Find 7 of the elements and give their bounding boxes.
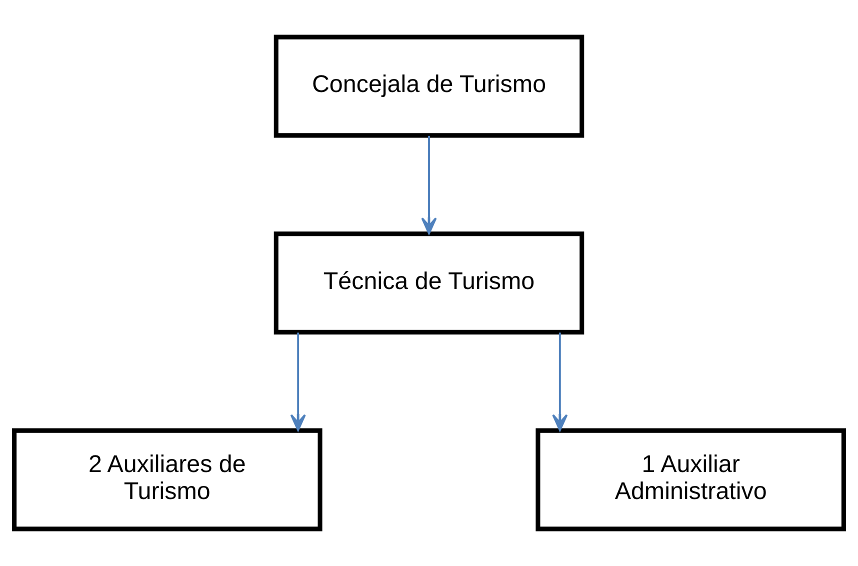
node-box: 1 Auxiliar Administrativo [536,428,846,532]
node-box: Técnica de Turismo [274,232,584,334]
arrow [421,136,437,234]
node-box: 2 Auxiliares de Turismo [12,428,322,532]
arrow [290,332,306,432]
node-box: Concejala de Turismo [274,34,584,138]
arrow [552,332,568,432]
